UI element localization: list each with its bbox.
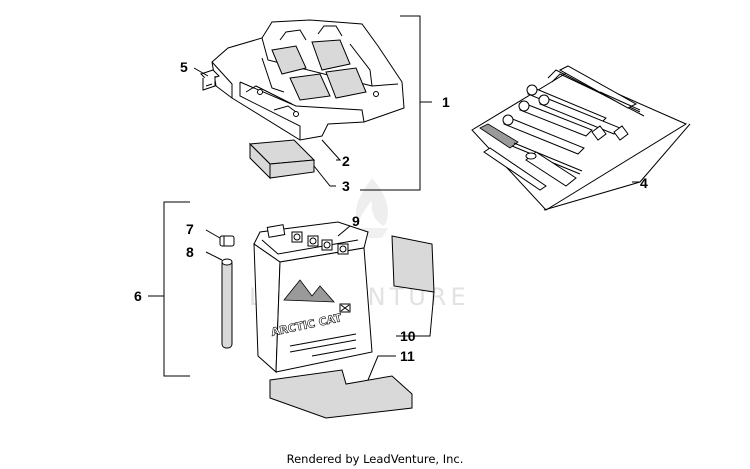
- watermark-flame-icon: [355, 178, 388, 238]
- callout-7: 7: [186, 221, 194, 237]
- tool-kit-4: [471, 65, 688, 211]
- battery: ARCTIC CAT: [253, 221, 373, 374]
- callout-4: 4: [640, 175, 648, 191]
- screw-5: [200, 69, 220, 91]
- leader-lines: [148, 15, 691, 381]
- vent-cap-7: [219, 235, 235, 247]
- callout-3: 3: [342, 178, 350, 194]
- callout-11: 11: [400, 348, 415, 364]
- pad-10: [391, 235, 435, 293]
- callout-2: 2: [342, 153, 350, 169]
- mat-11: [269, 369, 413, 419]
- callouts: 1 2 3 4 5 6 7 8 9 10 11: [134, 59, 648, 364]
- callout-8: 8: [186, 244, 194, 260]
- footer-credit: Rendered by LeadVenture, Inc.: [286, 452, 464, 466]
- callout-5: 5: [180, 59, 188, 75]
- storage-tray: [211, 19, 405, 141]
- callout-9: 9: [352, 213, 360, 229]
- vent-tube-8: [221, 258, 233, 349]
- callout-1: 1: [442, 94, 450, 110]
- foam-block-3: [248, 139, 316, 180]
- callout-10: 10: [400, 328, 416, 344]
- callout-6: 6: [134, 288, 142, 304]
